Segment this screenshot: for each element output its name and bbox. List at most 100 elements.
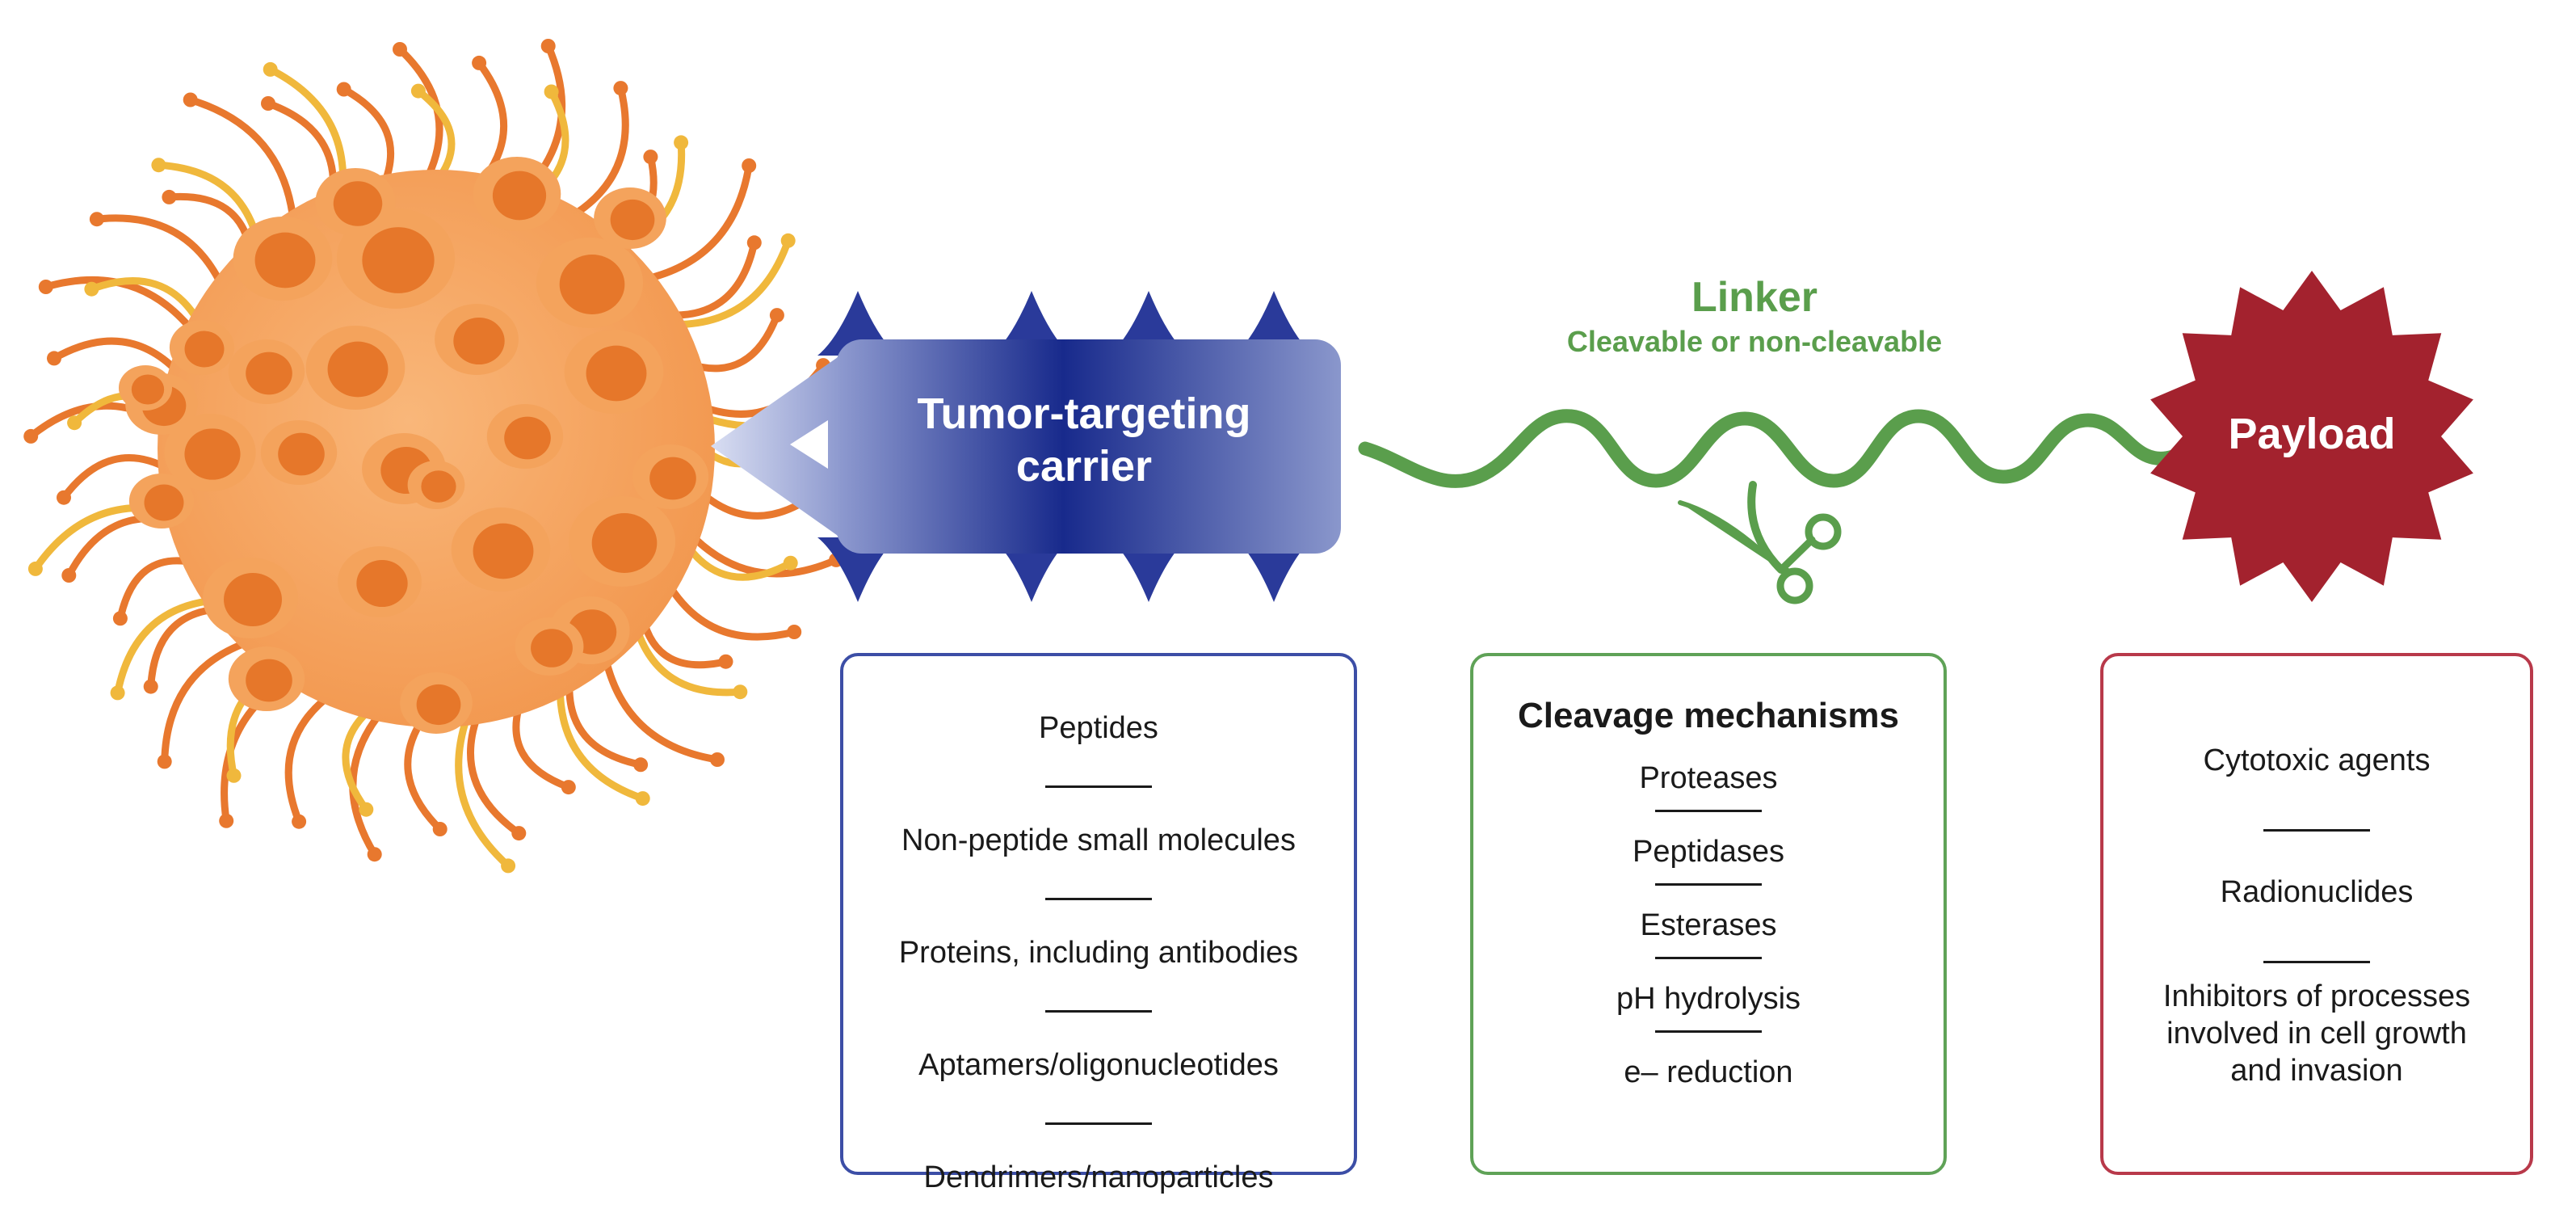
tendril-tip <box>746 235 762 251</box>
tendril-tip <box>219 813 234 828</box>
tendril-tip <box>143 679 158 694</box>
payload-item-cytotoxic: Cytotoxic agents <box>2203 743 2431 777</box>
tendril <box>349 705 387 858</box>
tendril <box>42 276 200 339</box>
tumor-nucleus <box>362 227 435 293</box>
tendril-tip <box>733 684 748 700</box>
tumor-nucleus <box>246 659 292 702</box>
carrier-item-aptamers: Aptamers/oligonucleotides <box>918 1048 1279 1082</box>
tendril-tip <box>742 158 757 173</box>
tendril-tip <box>780 233 796 248</box>
payload-types-box: Cytotoxic agents Radionuclides Inhibitor… <box>2100 653 2533 1175</box>
tendril-tip <box>47 351 61 366</box>
tendril <box>87 277 204 329</box>
tumor-nucleus <box>184 428 241 480</box>
separator <box>1655 957 1762 959</box>
tendril <box>60 454 174 502</box>
tumor-nucleus <box>531 629 573 667</box>
tumor-nucleus <box>131 374 165 405</box>
tendril-tip <box>89 212 104 227</box>
tumor-nucleus <box>649 457 696 500</box>
tendril-tip <box>643 149 658 165</box>
tendril <box>685 528 840 578</box>
tendril-tip <box>511 826 527 841</box>
linker-wave <box>1358 409 2180 488</box>
tendril <box>396 45 443 186</box>
payload-shape <box>2150 271 2473 602</box>
tendril-tip <box>27 561 43 576</box>
separator <box>1655 1030 1762 1033</box>
tendril-tip <box>393 42 407 57</box>
tumor-nucleus <box>254 232 316 288</box>
tumor-nucleus <box>224 573 282 626</box>
tendril-tip <box>410 83 426 99</box>
payload-label: Payload <box>2228 410 2395 458</box>
tendril-tip <box>718 654 733 669</box>
tumor-nucleus <box>421 470 456 503</box>
tendril-tip <box>432 822 448 836</box>
separator <box>1655 883 1762 886</box>
tumor-nucleus <box>184 331 225 368</box>
tendril-tip <box>367 847 382 862</box>
tendril-tip <box>674 135 689 150</box>
tendril-tip <box>162 189 177 204</box>
tendril-tip <box>783 555 798 571</box>
tendril <box>187 96 297 227</box>
tendril-tip <box>263 61 278 77</box>
tendril-tip <box>633 757 649 773</box>
tendril <box>467 708 523 837</box>
tendril <box>342 703 376 814</box>
tumor-nucleus <box>278 432 325 476</box>
tendril-tip <box>501 858 516 874</box>
tendril <box>93 214 227 293</box>
tendril <box>682 539 795 581</box>
tendril-tip <box>110 685 125 701</box>
tendril <box>668 237 792 329</box>
tendril <box>114 596 221 697</box>
tendril-tip <box>787 625 802 639</box>
separator <box>1655 810 1762 812</box>
separator <box>2263 829 2370 832</box>
payload-item-inhibitors: Inhibitors of processes involved in cell… <box>2162 979 2471 1088</box>
tendril-tip <box>769 308 784 323</box>
carrier-label-line1: Tumor-targeting <box>918 390 1251 438</box>
tendril <box>639 162 753 284</box>
tendril-tip <box>226 768 242 783</box>
tendril <box>565 676 645 769</box>
tumor-nucleus <box>610 199 655 241</box>
carrier-item-small-molecules: Non-peptide small molecules <box>901 823 1296 857</box>
linker-title: Linker <box>1691 274 1817 321</box>
tendril-tip <box>635 791 650 806</box>
tendril-tip <box>359 802 374 817</box>
tendril-tip <box>613 81 628 96</box>
tendril-tip <box>112 611 128 626</box>
tumor-nucleus <box>327 341 389 398</box>
tendril-tip <box>710 752 725 767</box>
carrier-label-line2: carrier <box>1016 442 1152 491</box>
carrier-types-box: Peptides Non-peptide small molecules Pro… <box>840 653 1357 1194</box>
tendril-tip <box>57 490 71 505</box>
tumor-nucleus <box>473 523 534 579</box>
tumor-nucleus <box>492 171 547 221</box>
tumor-nucleus <box>453 317 505 365</box>
cleavage-item-peptidases: Peptidases <box>1632 835 1784 869</box>
tendril <box>50 337 184 378</box>
cleavage-mechanisms-box: Cleavage mechanisms Proteases Peptidases… <box>1470 653 1947 1175</box>
separator <box>1045 1010 1152 1013</box>
tumor-nucleus <box>246 352 292 395</box>
tumor-nucleus <box>333 181 383 226</box>
tumor-nucleus <box>591 513 658 573</box>
tendril-tip <box>540 39 556 53</box>
tendril-tip <box>336 82 351 97</box>
separator <box>2263 961 2370 963</box>
separator <box>1045 898 1152 900</box>
tendril-tip <box>84 281 99 297</box>
tendril-tip <box>183 92 198 107</box>
cleavage-item-proteases: Proteases <box>1639 761 1778 795</box>
tendril <box>663 238 759 319</box>
separator <box>1045 785 1152 788</box>
tendril <box>284 690 336 826</box>
tendril-tip <box>151 158 166 173</box>
tendril <box>601 651 721 764</box>
